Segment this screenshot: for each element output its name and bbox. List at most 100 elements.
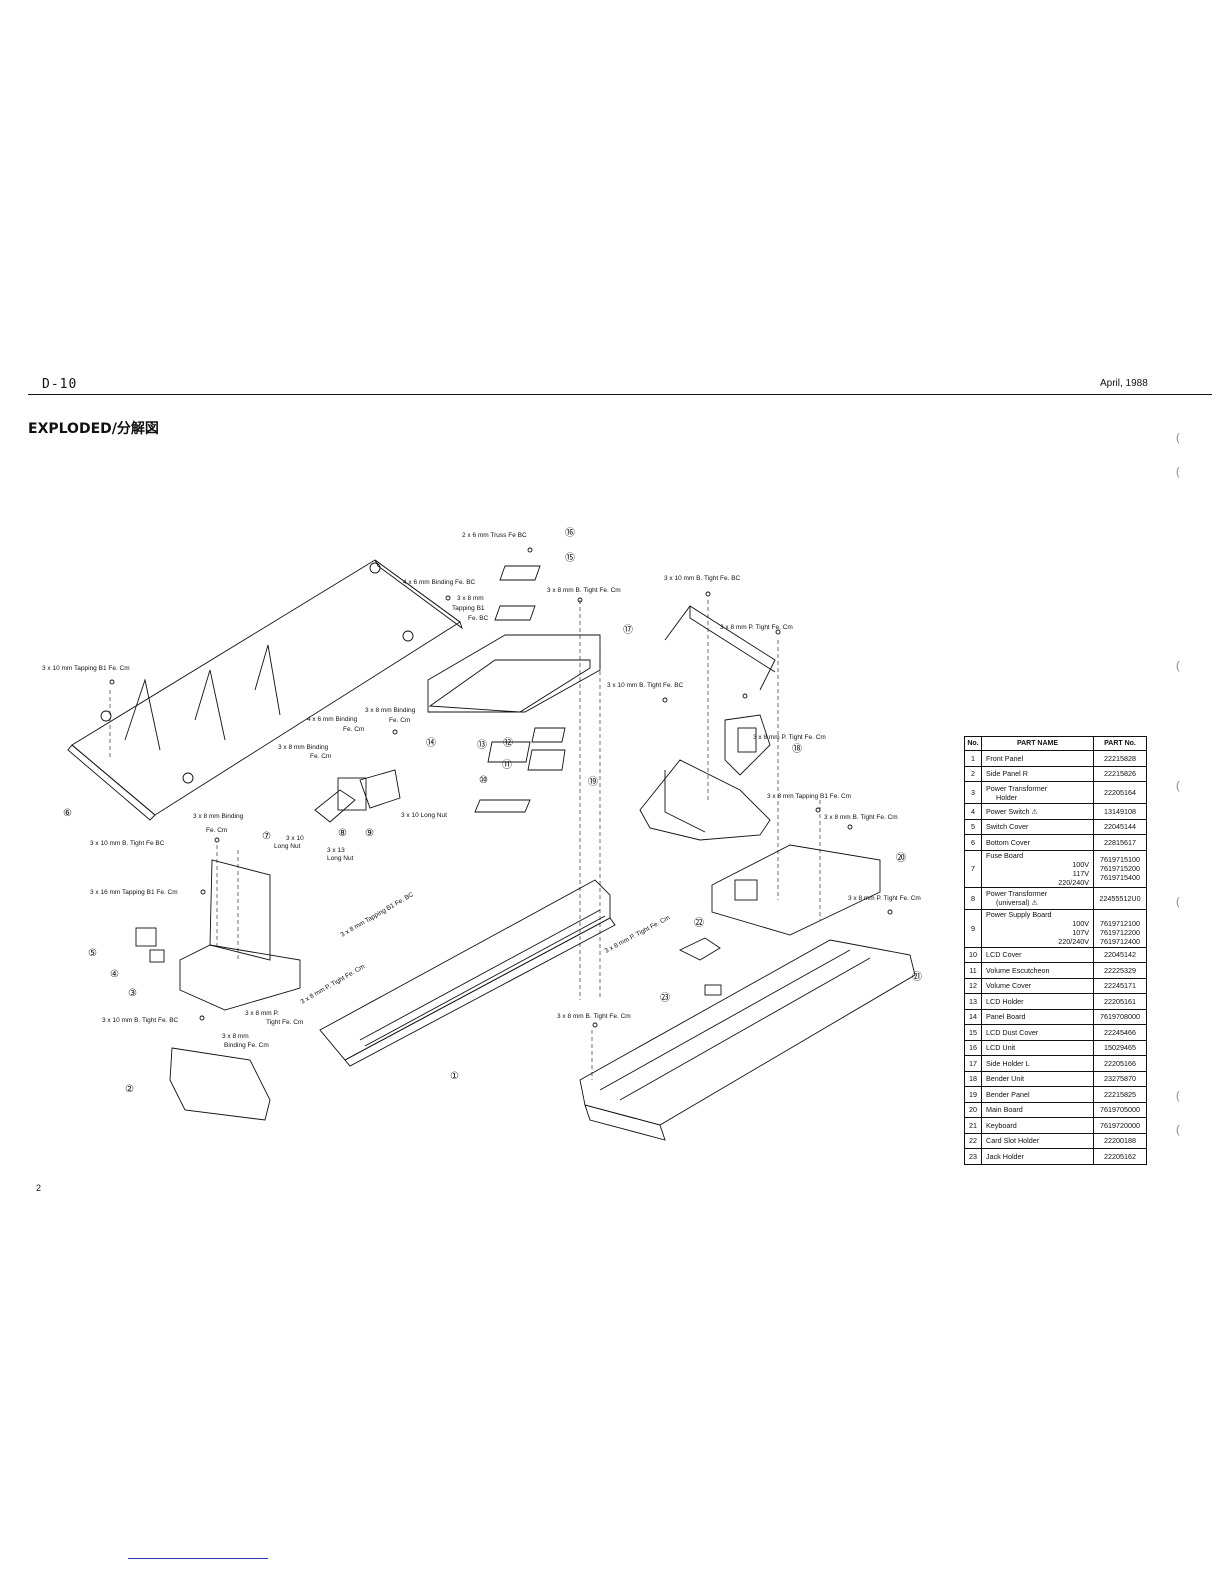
lcd-stack: [474, 565, 566, 813]
row-no: 14: [964, 1008, 982, 1025]
holder-section: [135, 859, 301, 1121]
margin-mark: (: [1176, 1090, 1180, 1102]
row-name: Jack Holder: [981, 1148, 1094, 1165]
row-name: Keyboard: [981, 1117, 1094, 1134]
variant-voltage: 100V: [1072, 859, 1089, 869]
document-date: April, 1988: [1100, 378, 1148, 389]
hardware-label: 3 x 8 mm P. Tight Fe. Cm: [604, 914, 672, 954]
margin-mark: (: [1176, 432, 1180, 444]
row-partno: 22245171: [1093, 977, 1147, 994]
margin-mark: (: [1176, 780, 1180, 792]
hardware-label: Fe. Cm: [206, 827, 227, 834]
variant-partno: 7619712400: [1100, 936, 1140, 946]
footer-link-line[interactable]: [128, 1558, 268, 1559]
hardware-label: 3 x 13: [327, 847, 345, 854]
row-partno: 7619708000: [1093, 1008, 1147, 1025]
hardware-label: Binding Fe. Cm: [224, 1042, 269, 1049]
row-name-line: Fuse Board: [986, 850, 1024, 860]
row-no: 15: [964, 1024, 982, 1041]
callout-14: ⑭: [426, 737, 436, 749]
row-no: 22: [964, 1132, 982, 1149]
row-no: 12: [964, 977, 982, 994]
callout-5: ⑤: [88, 948, 97, 959]
row-partno: 22815617: [1093, 834, 1147, 851]
row-name: Volume Escutcheon: [981, 962, 1094, 979]
row-partno: 23275870: [1093, 1070, 1147, 1087]
row-no: 18: [964, 1070, 982, 1087]
hardware-label: 3 x 8 mm P.: [245, 1010, 279, 1017]
row-partno: 22215826: [1093, 765, 1147, 782]
row-partno: 22205161: [1093, 993, 1147, 1010]
row-name: LCD Cover: [981, 946, 1094, 963]
parts-table-header: No. PART NAME PART No.: [964, 736, 1147, 751]
row-no: 20: [964, 1101, 982, 1118]
hardware-label: 3 x 8 mm Binding: [365, 707, 416, 714]
hardware-label: Tapping B1: [452, 605, 485, 612]
row-name-line: Power Transformer: [986, 889, 1048, 898]
row-name: Panel Board: [981, 1008, 1094, 1025]
hardware-label: Fe. BC: [468, 615, 489, 622]
callout-19: ⑲: [588, 776, 598, 788]
callout-22: ㉒: [694, 917, 704, 929]
row-name: Side Panel R: [981, 765, 1094, 782]
hardware-label: 3 x 10 Long Nut: [401, 812, 447, 819]
callout-9: ⑨: [365, 828, 374, 839]
header-rule: [28, 394, 1212, 395]
row-name: Power Transformer(universal) ⚠: [981, 886, 1094, 910]
row-no: 2: [964, 765, 982, 782]
callout-6: ⑥: [63, 808, 72, 819]
row-no: 19: [964, 1086, 982, 1103]
hardware-label: 3 x 8 mm B. Tight Fe. Cm: [557, 1013, 631, 1020]
row-name: Card Slot Holder: [981, 1132, 1094, 1149]
row-no: 9: [964, 908, 982, 948]
variant-partno: 7619715100: [1100, 855, 1140, 864]
row-partno: 22455512U0: [1093, 886, 1147, 910]
hardware-label: 4 x 6 mm Binding: [307, 716, 358, 723]
row-partno: 22045142: [1093, 946, 1147, 963]
callout-12: ⑫: [503, 737, 513, 749]
row-no: 13: [964, 993, 982, 1010]
row-no: 16: [964, 1039, 982, 1056]
callout-3: ③: [128, 988, 137, 999]
callout-13: ⑬: [477, 739, 487, 751]
hardware-label: 3 x 8 mm B. Tight Fe. Cm: [547, 587, 621, 594]
callout-10: ⑩: [479, 775, 488, 786]
margin-mark: (: [1176, 1124, 1180, 1136]
col-no-header: No.: [964, 736, 982, 751]
hardware-label: 3 x 8 mm P. Tight Fe. Cm: [753, 734, 826, 741]
hardware-label: 3 x 10 mm B. Tight Fe. BC: [102, 1017, 179, 1024]
row-name: Fuse Board 100V 117V 220/240V: [981, 849, 1094, 888]
main-board-part: [711, 844, 881, 936]
row-partno: 22215825: [1093, 1086, 1147, 1103]
side-holder-part: [664, 605, 776, 691]
variant-voltage: 107V: [1072, 928, 1089, 937]
table-row: 7 Fuse Board 100V 117V 220/240V 76197151…: [964, 849, 1147, 888]
row-name: Switch Cover: [981, 818, 1094, 835]
hardware-label: 3 x 10 mm B. Tight Fe BC: [90, 840, 165, 847]
row-name: LCD Unit: [981, 1039, 1094, 1056]
row-no: 3: [964, 781, 982, 804]
col-partno-header: PART No.: [1093, 736, 1147, 751]
hardware-label: Fe. Cm: [343, 726, 364, 733]
row-partno: 22205164: [1093, 781, 1147, 804]
hardware-label: 3 x 8 mm P. Tight Fe. Cm: [720, 624, 793, 631]
row-no: 1: [964, 750, 982, 767]
row-no: 4: [964, 803, 982, 820]
hardware-label: 2 x 6 mm Truss Fe BC: [462, 532, 527, 539]
row-name-line: (universal) ⚠: [996, 898, 1038, 907]
hardware-label: Long Nut: [327, 855, 354, 862]
model-name: D-10: [42, 377, 78, 392]
row-partno: 22045144: [1093, 818, 1147, 835]
variant-partno: 7619715200: [1100, 864, 1140, 873]
